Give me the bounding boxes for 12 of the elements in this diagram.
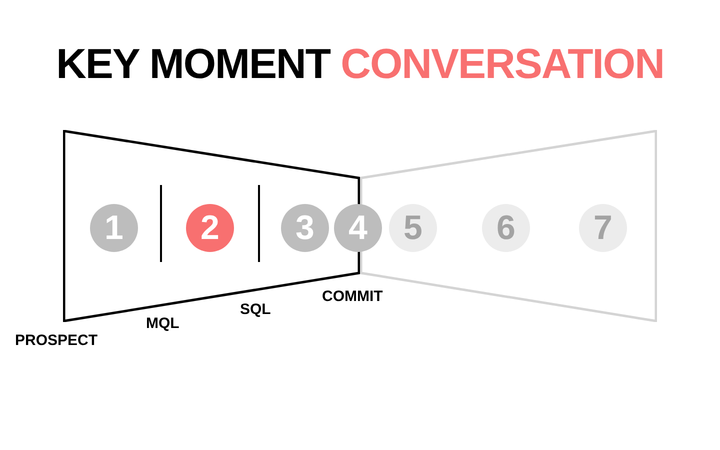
number-circle: 7 [579, 204, 627, 252]
stage-label: SQL [240, 301, 271, 318]
title: KEY MOMENT CONVERSATION [55, 40, 665, 88]
stage-label: MQL [146, 315, 180, 332]
number-circle: 3 [281, 204, 329, 252]
number-circle: 2 [186, 204, 234, 252]
number-circle: 6 [482, 204, 530, 252]
number-circle: 5 [389, 204, 437, 252]
number-circle: 1 [90, 204, 138, 252]
stage-label: COMMIT [322, 288, 383, 305]
number-circle: 4 [334, 204, 382, 252]
stage-label: PROSPECT [15, 332, 98, 349]
